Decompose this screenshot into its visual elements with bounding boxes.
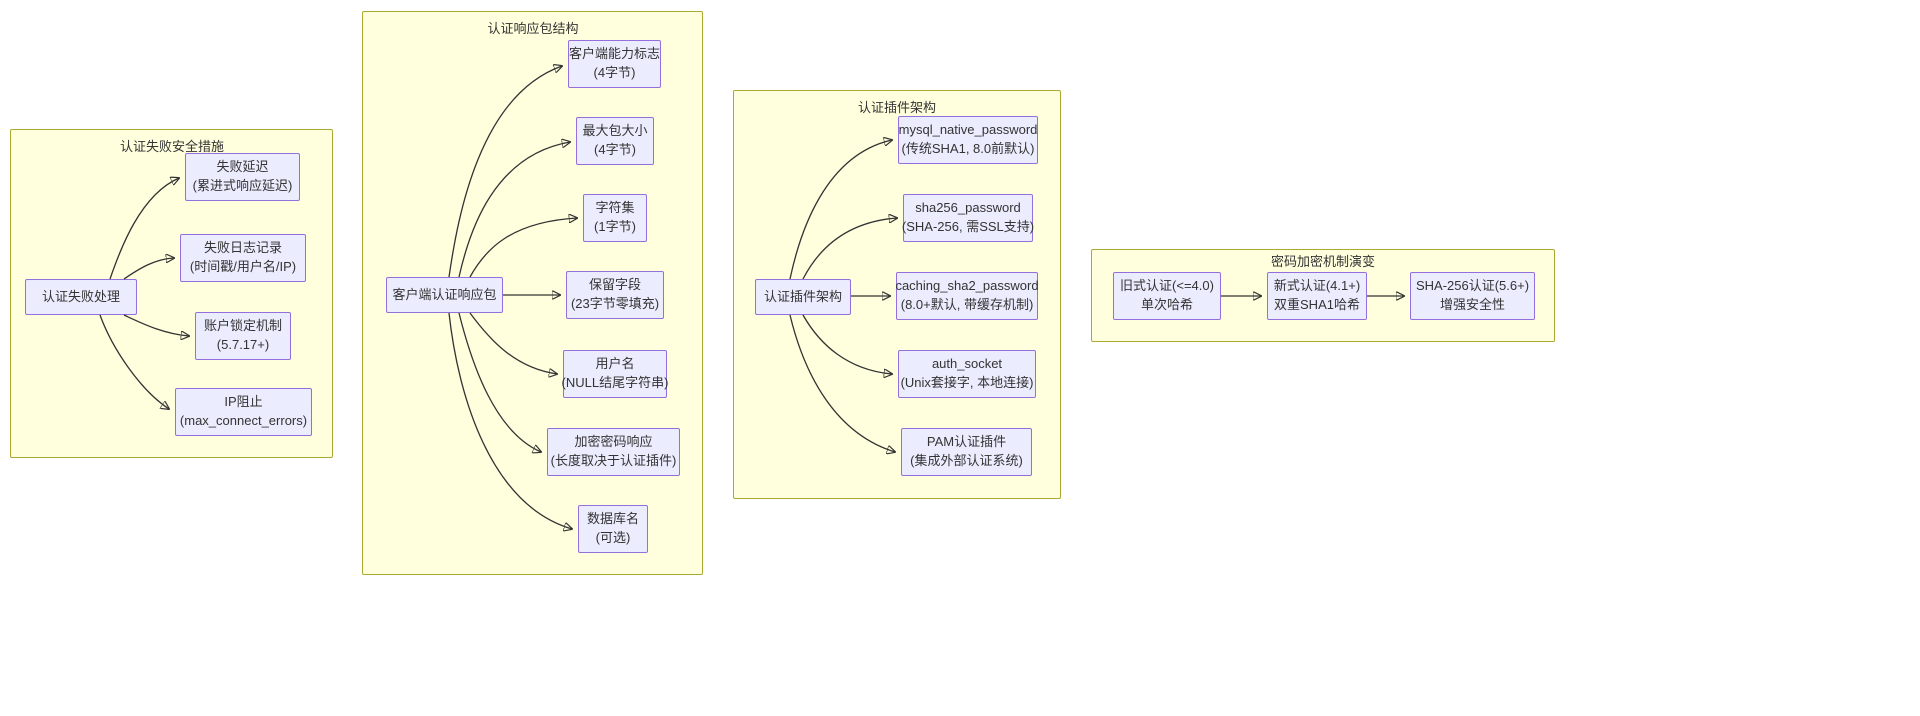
node-mysql-native-password[interactable]: mysql_native_password (传统SHA1, 8.0前默认) — [898, 116, 1038, 164]
node-label-line2: (传统SHA1, 8.0前默认) — [901, 141, 1035, 156]
node-label-line1: 数据库名 — [586, 511, 639, 527]
node-label-line1: 加密密码响应 — [574, 434, 653, 450]
node-label-line2: 单次哈希 — [1140, 297, 1193, 312]
node-label-line1: PAM认证插件 — [926, 434, 1007, 450]
node-caching-sha2-password[interactable]: caching_sha2_password (8.0+默认, 带缓存机制) — [895, 272, 1039, 320]
node-label-line1: 最大包大小 — [582, 123, 648, 139]
node-label-line2: (1字节) — [594, 219, 636, 234]
node-auth-socket[interactable]: auth_socket (Unix套接字, 本地连接) — [898, 350, 1036, 398]
node-new-auth[interactable]: 新式认证(4.1+) 双重SHA1哈希 — [1267, 272, 1367, 320]
node-label-line2: (可选) — [595, 530, 631, 545]
node-label-line2: (4字节) — [593, 65, 636, 80]
node-label-line1: auth_socket — [931, 356, 1003, 372]
node-label-line2: (长度取决于认证插件) — [550, 453, 677, 468]
cluster-title-auth-failure: 认证失败安全措施 — [119, 139, 225, 154]
node-label: 认证失败处理 — [41, 288, 120, 304]
node-auth-failure-root[interactable]: 认证失败处理 — [25, 279, 137, 315]
node-label-line1: 保留字段 — [588, 277, 641, 293]
node-sha256-password[interactable]: sha256_password (SHA-256, 需SSL支持) — [901, 194, 1035, 242]
node-label-line2: (Unix套接字, 本地连接) — [900, 375, 1034, 390]
node-label-line1: 账户锁定机制 — [203, 318, 282, 334]
node-label-line2: (累进式响应延迟) — [192, 178, 293, 193]
node-label-line1: 旧式认证(<=4.0) — [1120, 278, 1214, 294]
node-label-line2: (max_connect_errors) — [179, 413, 308, 428]
node-charset[interactable]: 字符集 (1字节) — [583, 194, 647, 242]
node-label: 认证插件架构 — [763, 288, 842, 304]
node-label-line2: (4字节) — [594, 142, 636, 157]
node-label-line1: sha256_password — [915, 200, 1021, 216]
node-label-line2: (5.7.17+) — [216, 337, 270, 352]
node-failure-log[interactable]: 失败日志记录 (时间戳/用户名/IP) — [180, 234, 306, 282]
node-label-line1: 用户名 — [595, 356, 635, 372]
cluster-title-auth-plugin: 认证插件架构 — [857, 100, 937, 115]
node-label-line2: 增强安全性 — [1439, 297, 1505, 312]
node-label-line1: caching_sha2_password — [895, 278, 1039, 294]
node-max-packet-size[interactable]: 最大包大小 (4字节) — [576, 117, 654, 165]
node-label-line1: 客户端能力标志 — [569, 46, 661, 62]
node-auth-plugin-root[interactable]: 认证插件架构 — [755, 279, 851, 315]
node-label-line1: mysql_native_password — [898, 122, 1038, 138]
node-label-line1: 失败日志记录 — [203, 240, 282, 256]
node-label-line2: 双重SHA1哈希 — [1274, 297, 1360, 312]
node-label-line2: (NULL结尾字符串) — [561, 375, 669, 390]
node-legacy-auth[interactable]: 旧式认证(<=4.0) 单次哈希 — [1113, 272, 1221, 320]
node-failure-delay[interactable]: 失败延迟 (累进式响应延迟) — [185, 153, 300, 201]
node-username[interactable]: 用户名 (NULL结尾字符串) — [561, 350, 669, 398]
node-label-line2: (23字节零填充) — [570, 296, 660, 311]
node-client-capability-flags[interactable]: 客户端能力标志 (4字节) — [568, 40, 661, 88]
node-client-auth-response-packet[interactable]: 客户端认证响应包 — [386, 277, 503, 313]
node-label-line1: 字符集 — [595, 200, 635, 216]
cluster-title-auth-response-packet: 认证响应包结构 — [487, 21, 579, 36]
node-label-line1: IP阻止 — [224, 394, 263, 410]
node-label-line1: 失败延迟 — [216, 159, 269, 175]
node-label-line2: (集成外部认证系统) — [910, 453, 1023, 468]
cluster-title-password-evolution: 密码加密机制演变 — [1270, 254, 1376, 269]
node-label-line2: (时间戳/用户名/IP) — [189, 259, 297, 274]
node-label-line2: (SHA-256, 需SSL支持) — [901, 219, 1035, 234]
node-encrypted-password-response[interactable]: 加密密码响应 (长度取决于认证插件) — [547, 428, 680, 476]
node-database-name[interactable]: 数据库名 (可选) — [578, 505, 648, 553]
node-sha256-auth[interactable]: SHA-256认证(5.6+) 增强安全性 — [1410, 272, 1535, 320]
node-pam-auth-plugin[interactable]: PAM认证插件 (集成外部认证系统) — [901, 428, 1032, 476]
node-label: 客户端认证响应包 — [392, 286, 497, 302]
node-label-line1: 新式认证(4.1+) — [1273, 278, 1361, 294]
node-label-line2: (8.0+默认, 带缓存机制) — [900, 297, 1034, 312]
node-label-line1: SHA-256认证(5.6+) — [1415, 278, 1530, 294]
node-account-lock[interactable]: 账户锁定机制 (5.7.17+) — [195, 312, 291, 360]
node-reserved-field[interactable]: 保留字段 (23字节零填充) — [566, 271, 664, 319]
node-ip-block[interactable]: IP阻止 (max_connect_errors) — [175, 388, 312, 436]
